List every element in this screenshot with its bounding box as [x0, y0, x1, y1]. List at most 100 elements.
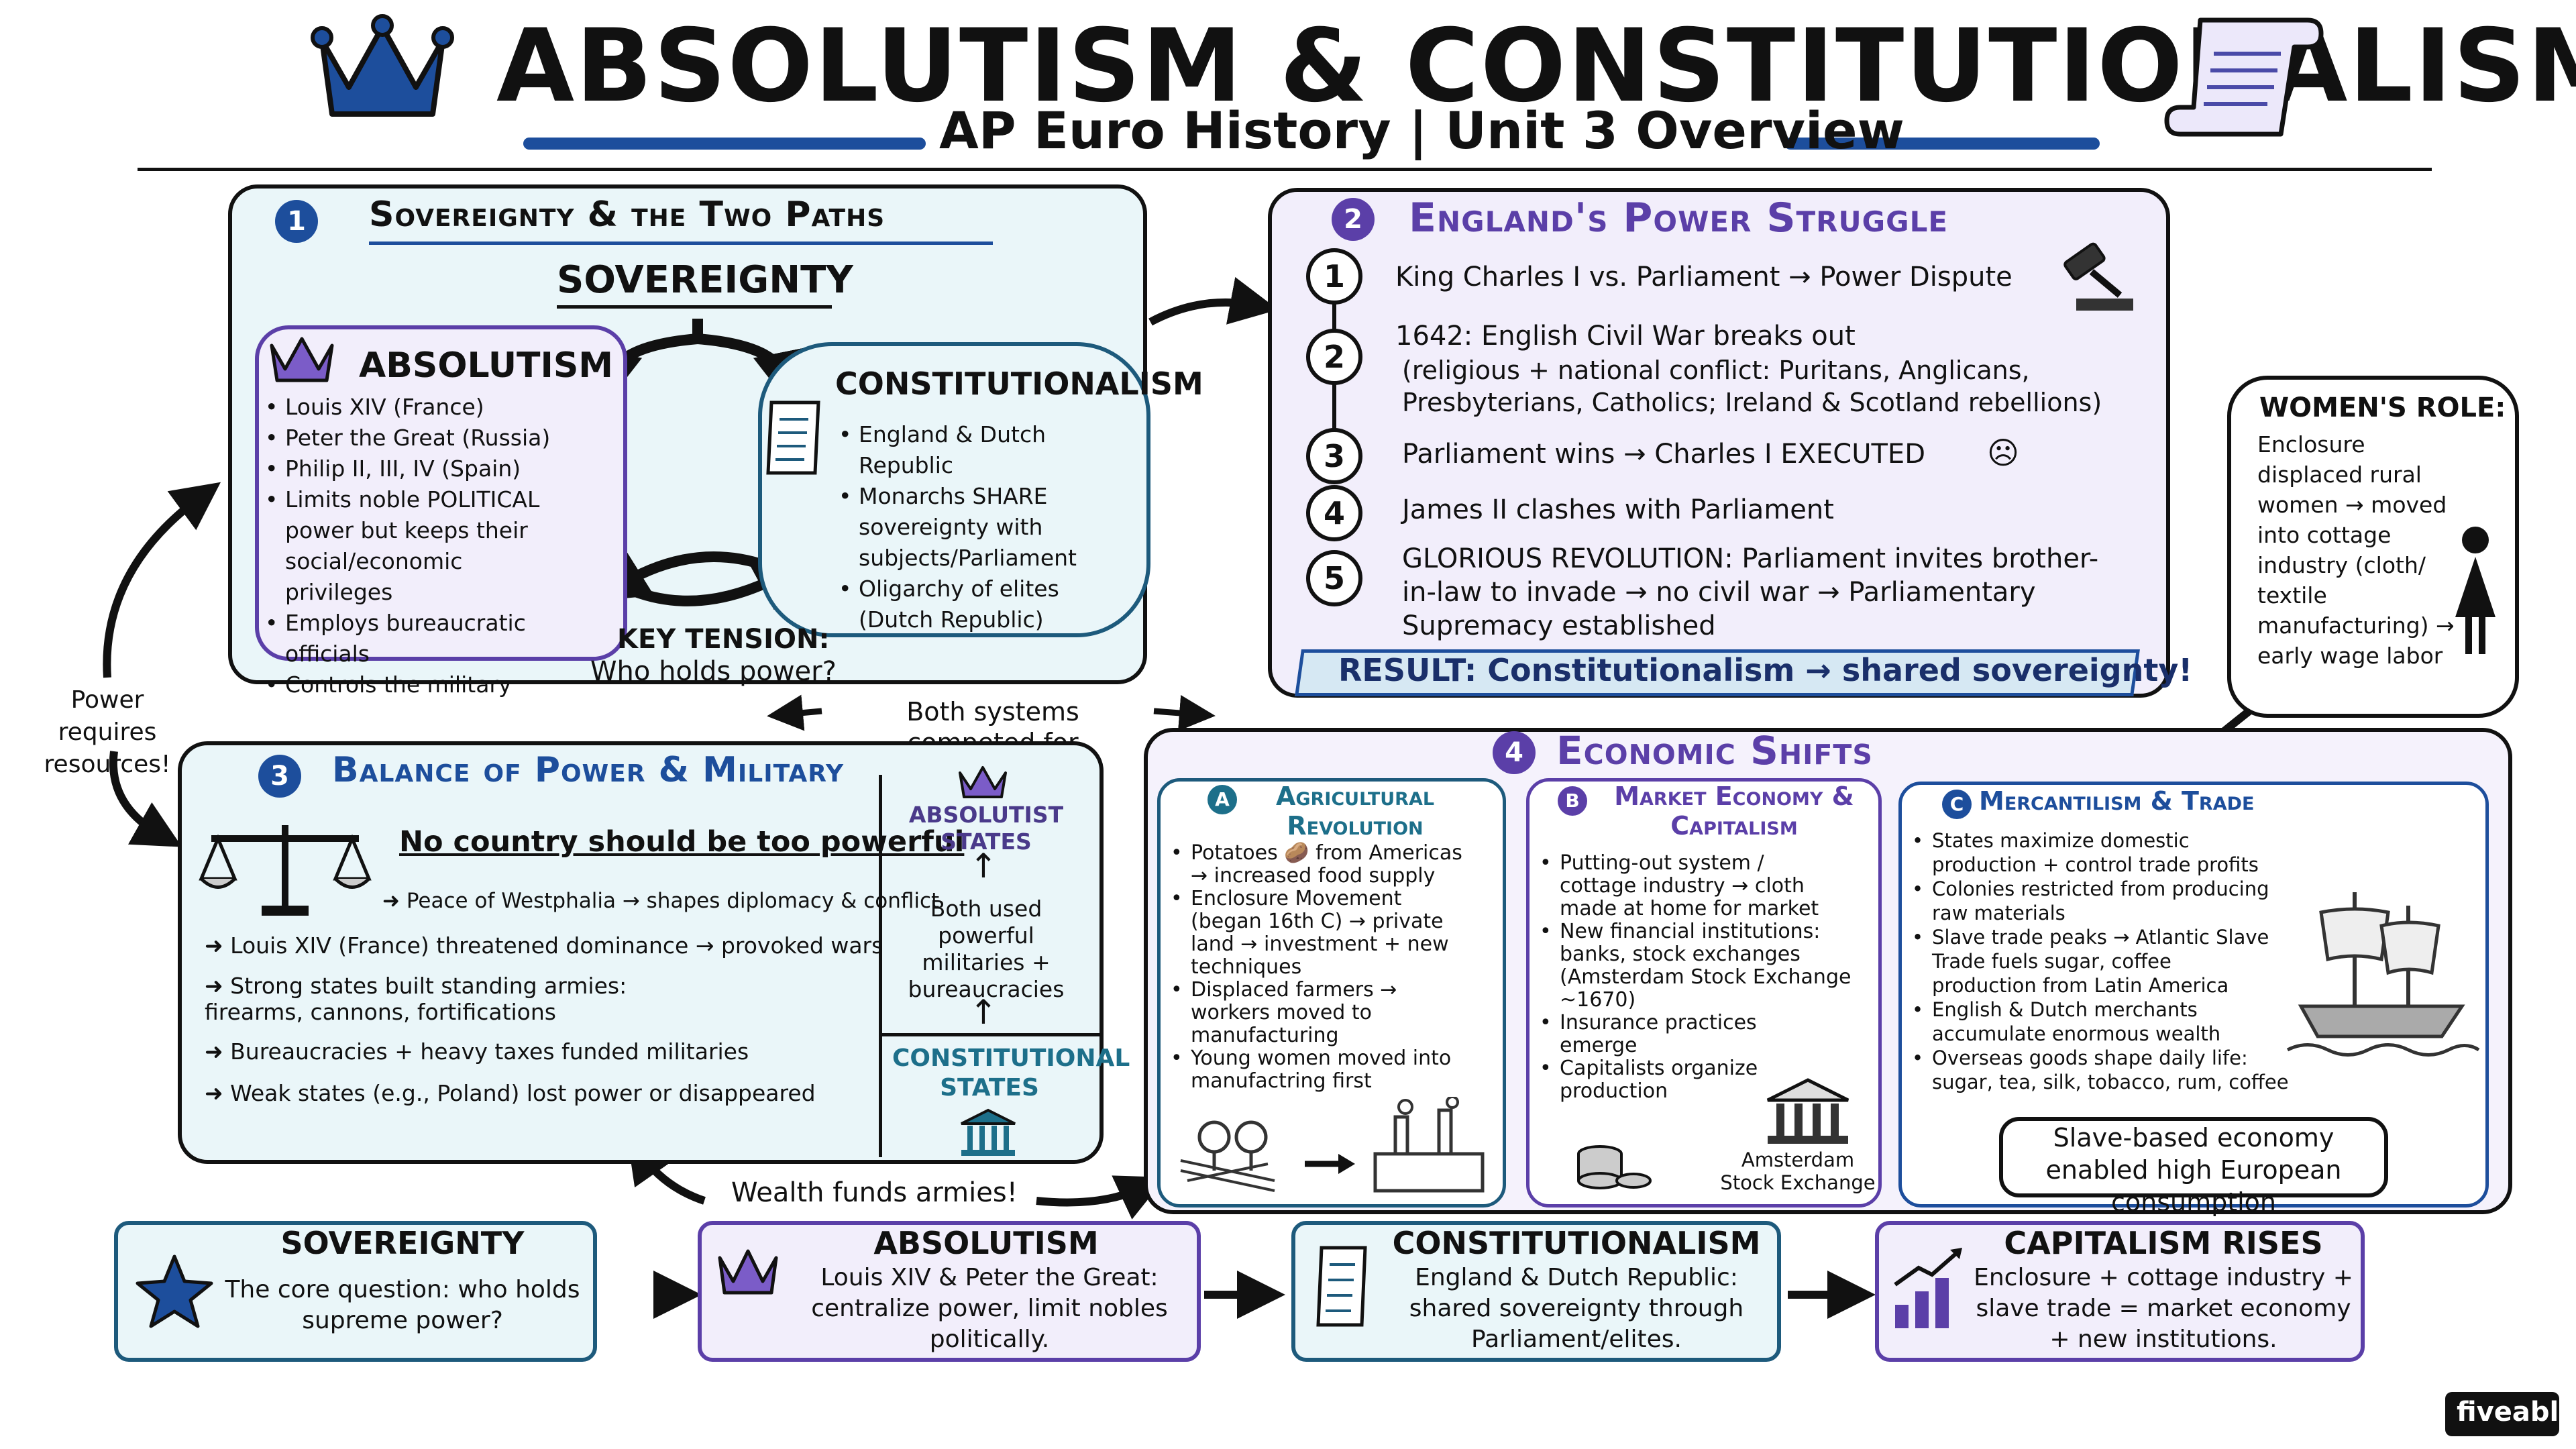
market-economy-title: Market Economy & Capitalism	[1614, 782, 1854, 841]
subpanel-c-letter: C	[1942, 790, 1972, 819]
step-5-text: GLORIOUS REVOLUTION: Parliament invites …	[1402, 543, 2099, 641]
section-3-divider	[879, 775, 882, 1157]
sovereignty-center-underline	[557, 305, 832, 309]
flow-capitalism-text: Enclosure + cottage industry + slave tra…	[1974, 1264, 2353, 1353]
scroll-icon	[758, 396, 832, 483]
header-divider	[138, 168, 2432, 171]
up-arrow: ↑	[969, 993, 998, 1032]
star-icon	[134, 1251, 215, 1332]
womens-role-text: Enclosure displaced rural women → moved …	[2257, 431, 2455, 669]
balance-principle: No country should be too powerful	[399, 825, 965, 859]
flow-sovereignty-title: SOVEREIGNTY	[280, 1225, 525, 1261]
building-icon	[1764, 1077, 1851, 1147]
list-item: Limits noble POLITICAL power but keeps t…	[265, 484, 567, 608]
building-icon	[958, 1107, 1018, 1157]
step-3-text: Parliament wins → Charles I EXECUTED	[1402, 439, 1925, 470]
flow-capitalism-title: CAPITALISM RISES	[2004, 1225, 2323, 1261]
balance-point: ➜ Weak states (e.g., Poland) lost power …	[205, 1080, 816, 1106]
list-item: States maximize domestic production + co…	[1912, 828, 2288, 877]
list-item: Capitalists organize production	[1540, 1057, 1781, 1103]
step-4-text: James II clashes with Parliament	[1402, 494, 1834, 525]
ship-icon	[2281, 879, 2482, 1060]
section-4-header: Economic Shifts	[1556, 728, 1873, 773]
list-item: Employs bureaucratic officials	[265, 608, 614, 669]
list-item: Louis XIV (France)	[265, 392, 614, 423]
list-item: Monarchs SHARE sovereignty with subjects…	[839, 481, 1134, 574]
list-item: Philip II, III, IV (Spain)	[265, 453, 614, 484]
list-item: Controls the military	[265, 669, 614, 700]
subtitle-underline-left	[523, 138, 926, 150]
list-item: English & Dutch merchants accumulate eno…	[1912, 998, 2254, 1046]
section-4-number: 4	[1493, 731, 1536, 774]
constitutionalism-list: England & Dutch Republic Monarchs SHARE …	[839, 419, 1134, 635]
section-1-header-underline	[369, 241, 993, 245]
section-3-number: 3	[258, 755, 301, 798]
balance-point-text: Louis XIV (France) threatened dominance …	[230, 932, 883, 959]
flow-constitutionalism	[1291, 1221, 1781, 1362]
key-tension-question: Who holds power?	[590, 656, 837, 687]
balance-point-text: Bureaucracies + heavy taxes funded milit…	[230, 1038, 749, 1065]
page-subtitle: AP Euro History | Unit 3 Overview	[939, 101, 1904, 160]
step-4-circle: 4	[1306, 485, 1362, 541]
step-5-circle: 5	[1306, 550, 1362, 606]
step-3-circle: 3	[1306, 428, 1362, 484]
brand-logo: fiveable	[2457, 1397, 2576, 1428]
list-item: Displaced farmers → workers moved to man…	[1171, 979, 1472, 1047]
scroll-icon	[1308, 1241, 1375, 1335]
flow-constitutionalism-text: England & Dutch Republic: shared soverei…	[1409, 1264, 1744, 1353]
chart-icon	[1888, 1244, 1969, 1332]
agri-revolution-list: Potatoes 🥔 from Americas → increased foo…	[1171, 842, 1493, 1093]
subpanel-a-letter: A	[1208, 785, 1237, 814]
flow-absolutism-title: ABSOLUTISM	[873, 1225, 1099, 1261]
mercantilism-title: Mercantilism & Trade	[1979, 786, 2255, 816]
crown-icon	[956, 763, 1010, 801]
step-1-text: King Charles I vs. Parliament → Power Di…	[1395, 262, 2012, 292]
scales-icon	[198, 812, 372, 922]
result-text: RESULT: Constitutionalism → shared sover…	[1338, 652, 2193, 688]
list-item: Young women moved into manufactring firs…	[1171, 1047, 1472, 1093]
list-item: Overseas goods shape daily life: sugar, …	[1912, 1046, 2294, 1094]
wealth-funds-label: Wealth funds armies!	[731, 1177, 1018, 1208]
step-2-text: 1642: English Civil War breaks out	[1395, 321, 1856, 352]
woman-icon	[2442, 523, 2509, 657]
womens-role-title: WOMEN'S ROLE:	[2259, 392, 2506, 423]
subpanel-b-letter: B	[1558, 786, 1587, 816]
up-arrow: ↑	[969, 847, 998, 885]
coins-icon	[1573, 1134, 1654, 1194]
factory-icon	[1174, 1095, 1496, 1197]
step-2-circle: 2	[1306, 329, 1362, 385]
balance-point: ➜ Strong states built standing armies: f…	[205, 973, 627, 1025]
crown-icon	[265, 332, 339, 386]
slave-economy-callout	[1999, 1117, 2388, 1197]
flow-constitutionalism-title: CONSTITUTIONALISM	[1392, 1225, 1761, 1261]
list-item: Slave trade peaks → Atlantic Slave Trade…	[1912, 925, 2281, 998]
balance-point: ➜ Bureaucracies + heavy taxes funded mil…	[205, 1038, 749, 1065]
absolutist-states-label: ABSOLUTIST STATES	[908, 802, 1064, 855]
gavel-icon	[2053, 241, 2137, 315]
key-tension-label: KEY TENSION:	[617, 624, 830, 655]
list-item: Putting-out system / cottage industry → …	[1540, 852, 1841, 920]
agri-revolution-title: Agricultural Revolution	[1275, 782, 1435, 841]
crown-icon	[714, 1244, 782, 1298]
brand-badge	[2445, 1392, 2559, 1436]
market-economy-list: Putting-out system / cottage industry → …	[1540, 852, 1868, 1103]
westphalia-text: Peace of Westphalia → shapes diplomacy &…	[406, 889, 940, 913]
balance-point-text: Weak states (e.g., Poland) lost power or…	[230, 1080, 816, 1106]
section-3-header: Balance of Power & Military	[332, 750, 845, 790]
balance-point-text: Strong states built standing armies: fir…	[205, 973, 627, 1025]
side-mid-text: Both used powerful militaries + bureaucr…	[908, 896, 1065, 1002]
section-2-number: 2	[1332, 198, 1375, 241]
crown-icon	[309, 13, 456, 127]
constitutionalism-title: CONSTITUTIONALISM	[835, 366, 1203, 402]
flow-capitalism	[1875, 1221, 2365, 1362]
stock-exchange-caption: Amsterdam Stock Exchange	[1720, 1148, 1876, 1194]
list-item: New financial institutions: banks, stock…	[1540, 920, 1855, 1012]
step-1-circle: 1	[1306, 248, 1362, 305]
flow-absolutism	[698, 1221, 1201, 1362]
constitutional-states-label: CONSTITUTIONAL STATES	[892, 1044, 1130, 1102]
flow-sovereignty-text: The core question: who holds supreme pow…	[225, 1276, 580, 1334]
power-resources-label: Power requires resources!	[44, 686, 171, 778]
list-item: Insurance practices emerge	[1540, 1012, 1781, 1057]
section-balance-of-power	[178, 741, 1104, 1164]
